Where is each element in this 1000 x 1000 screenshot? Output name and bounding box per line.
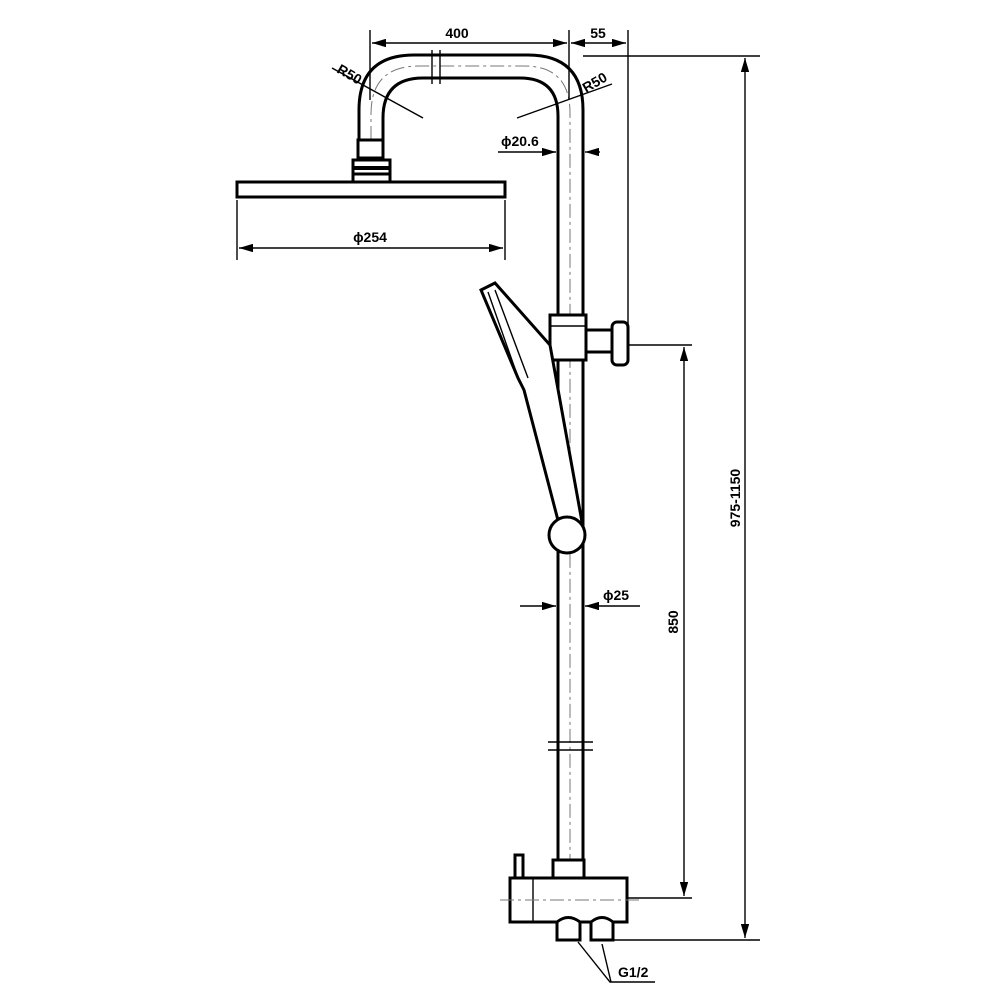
wall-bracket: [548, 313, 630, 367]
dim-bend-radius-right: R50: [580, 69, 610, 96]
shower-head: [235, 138, 507, 199]
dim-riser-diameter: ϕ25: [603, 587, 629, 603]
dim-total-height: 975-1150: [727, 469, 743, 528]
shower-arm: [357, 50, 585, 870]
dim-offset: 55: [590, 25, 606, 41]
dim-bracket-height: 850: [665, 610, 681, 634]
dim-arm-length: 400: [445, 25, 469, 41]
dimension-lines: [236, 30, 760, 983]
dim-inlet-thread: G1/2: [618, 964, 649, 980]
hand-shower: [479, 281, 587, 555]
mixer-valve: [500, 853, 640, 942]
dim-arm-diameter: ϕ20.6: [501, 133, 539, 149]
dimension-labels: 400 55 R50 R50 ϕ20.6 ϕ254 ϕ25 850 975-11…: [335, 25, 744, 980]
dim-head-diameter: ϕ254: [353, 229, 387, 245]
